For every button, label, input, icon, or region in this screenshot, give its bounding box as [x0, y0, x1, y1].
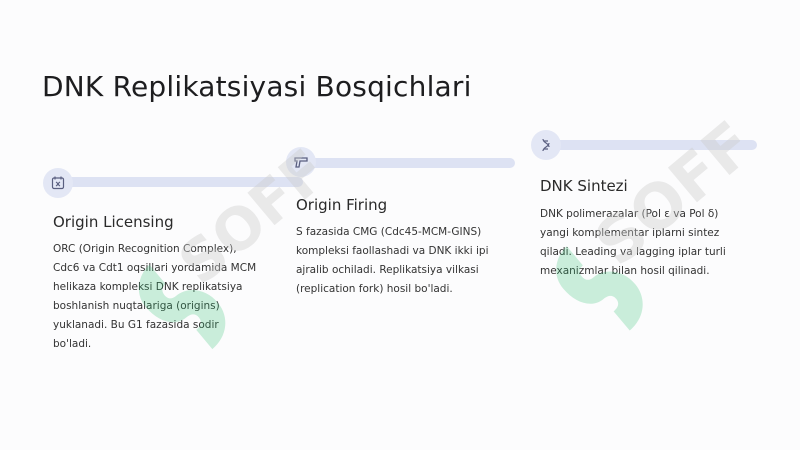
step-2-description: S fazasida CMG (Cdc45-MCM-GINS) kompleks…: [296, 226, 489, 295]
timeline-bar-1: [58, 177, 303, 187]
step-1-icon-circle: [43, 168, 73, 198]
step-1-title: Origin Licensing: [53, 213, 174, 231]
dna-box-icon: [51, 176, 65, 190]
timeline-bar-2: [300, 158, 515, 168]
pistol-icon: [294, 157, 308, 168]
dna-helix-icon: [542, 138, 550, 152]
step-3-icon-circle: [531, 130, 561, 160]
step-1-description: ORC (Origin Recognition Complex), Cdc6 v…: [53, 243, 257, 350]
step-3-description: DNK polimerazalar (Pol ε va Pol δ) yangi…: [540, 208, 726, 277]
step-3-title: DNK Sintezi: [540, 177, 628, 195]
page-title: DNK Replikatsiyasi Bosqichlari: [42, 70, 472, 103]
step-2-title: Origin Firing: [296, 196, 388, 214]
step-2-icon-circle: [286, 147, 316, 177]
timeline-bar-3: [545, 140, 757, 150]
